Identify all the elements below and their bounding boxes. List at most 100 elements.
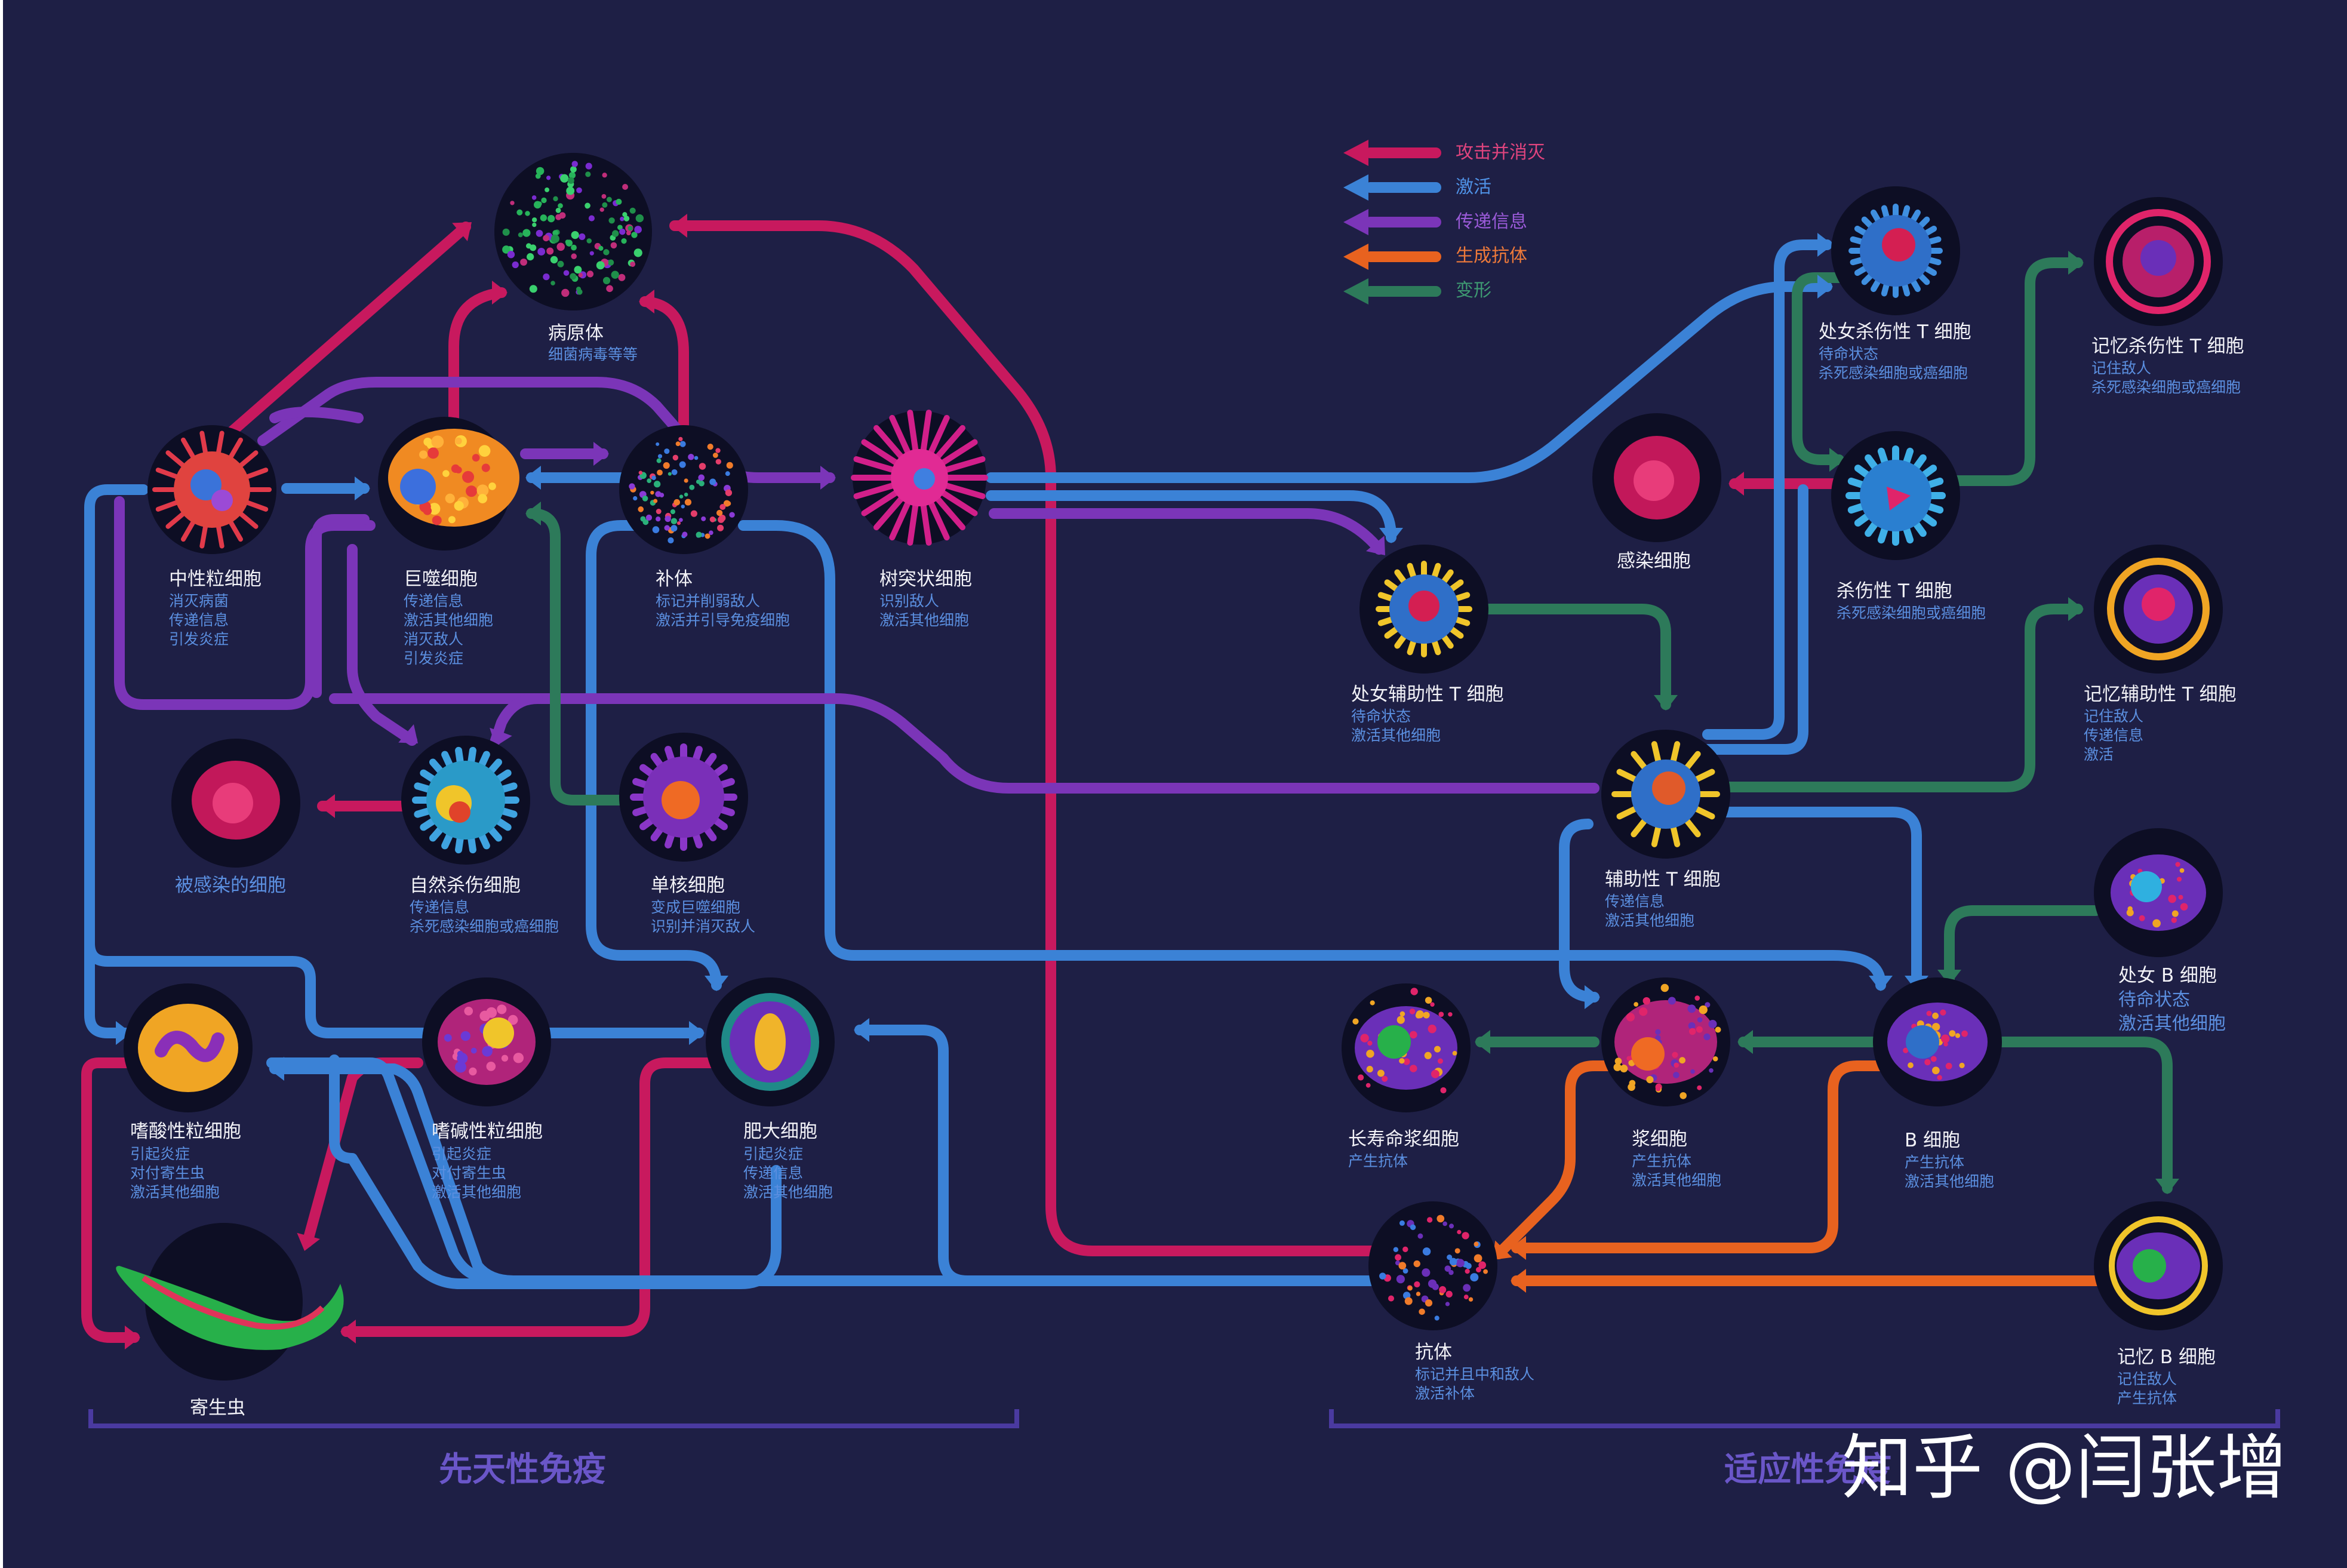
monocyte-spike [639,764,656,778]
complement-protein [709,478,716,485]
memory-b-icon [2094,1201,2223,1330]
node-name: 辅助性 T 细胞 [1605,869,1721,890]
antibody-molecule [1442,1221,1447,1226]
plasma-antibody [1613,1063,1622,1071]
naive-killer-t-spike [1861,272,1874,285]
macrophage-granule [448,516,456,524]
complement-protein [664,448,670,454]
plasma-antibody [1639,1007,1648,1016]
pathogen-germ [563,270,570,276]
connector-transform-killer-memory-killer [1944,257,2083,486]
mast-icon [706,977,835,1106]
macrophage-granule [466,485,478,497]
node-desc: 识别并消灭敌人 [651,918,756,935]
plasma-antibody [1655,1035,1661,1041]
node-desc: 传递信息 [404,592,464,610]
node-desc: 激活补体 [1415,1385,1475,1402]
b-cell-granule [1940,1009,1946,1016]
long-plasma-icon [1342,983,1471,1112]
long-plasma-antibody [1424,1052,1432,1059]
naive-killer-t-spike [1850,257,1865,266]
naive-b-granule [2171,910,2179,917]
pathogen-germ [622,184,629,190]
long-plasma-antibody [1431,1069,1439,1078]
plasma-antibody [1614,1057,1622,1065]
complement-protein [672,454,679,461]
node-desc: 引起炎症 [130,1145,190,1163]
connector-signal-up-macrophage [311,514,370,698]
pathogen-germ [531,195,537,200]
node-desc: 对付寄生虫 [130,1164,205,1182]
arrowhead-activate [1817,275,1833,299]
arrowhead-transform [1654,695,1678,711]
nk-spike [414,782,433,793]
antibody-molecule [1447,1255,1453,1260]
naive-killer-t-spike [1926,257,1942,266]
macrophage-granule [478,494,488,503]
plasma-antibody [1679,1092,1687,1099]
dendritic-branch [919,410,932,457]
b-cell-icon [1873,977,2002,1106]
naive-helper-t-icon [1359,545,1488,674]
complement-protein [716,509,723,516]
node-desc: 产生抗体 [2117,1389,2177,1407]
naive-killer-t-spike [1871,209,1881,224]
helper-t-spike [1651,823,1662,847]
complement-protein [725,471,730,476]
section-brackets [88,1409,2280,1428]
naive-b-granule [2175,862,2180,867]
helper-t-icon [1601,730,1730,859]
helper-t-spike [1616,805,1639,820]
pathogen-germ [586,238,592,244]
parasite-gut [142,1275,325,1330]
legend-arrowhead-antibody [1343,244,1368,270]
pathogen-germ [546,247,554,255]
pathogen-germ [612,230,619,237]
pathogen-germ [507,251,515,259]
complement-protein [679,441,686,447]
pathogen-germ [623,216,630,222]
pathogen-germ [598,245,604,251]
long-plasma-antibody [1423,1011,1430,1019]
b-cell-granule [1926,1010,1932,1016]
basophil-nucleus [483,1017,514,1049]
arrowhead-attack [297,1232,321,1251]
bracket-innate [88,1409,1019,1428]
plasma-antibody [1626,1056,1632,1061]
naive-helper-t-spike [1440,633,1454,649]
arrowhead-activate [689,1021,705,1045]
helper-t-spike [1631,817,1648,838]
arrowhead-signal [1365,536,1385,555]
neutrophil-spike [228,519,243,542]
node-desc: 引发炎症 [404,650,464,667]
pathogen-germ [516,209,523,216]
memory-helper-t-icon [2094,545,2223,674]
dendritic-nucleus [913,468,935,490]
arrowhead-antibody [1511,1236,1526,1260]
long-plasma-antibody [1409,1065,1417,1072]
plasma-antibody [1697,1085,1702,1090]
pathogen-germ [510,201,515,205]
naive-b-granule [2179,868,2185,873]
neutrophil-spike [244,468,269,479]
plasma-antibody [1660,983,1669,992]
antibody-molecule [1474,1241,1479,1247]
pathogen-germ [570,166,577,173]
node-name: 处女 B 细胞 [2118,965,2217,986]
dendritic-branch [873,425,907,463]
helper-t-spike [1683,817,1701,838]
basophil-granule [464,1006,473,1016]
complement-icon [619,425,748,554]
node-desc: 引起炎症 [743,1145,804,1163]
parasite-body [116,1266,344,1350]
connector-signal-dendritic-naive-helper [989,508,1385,555]
plasma-antibody [1697,1017,1703,1023]
long-plasma-antibody [1430,1002,1435,1007]
macrophage-granule [454,501,464,511]
node-desc: 激活其他细胞 [432,1183,522,1201]
plasma-antibody [1715,1026,1721,1033]
node-name: 树突状细胞 [879,568,972,590]
memory-b-ring [2109,1216,2208,1315]
node-desc: 引发炎症 [169,631,229,648]
connector-activate-complement-mast [586,520,722,991]
